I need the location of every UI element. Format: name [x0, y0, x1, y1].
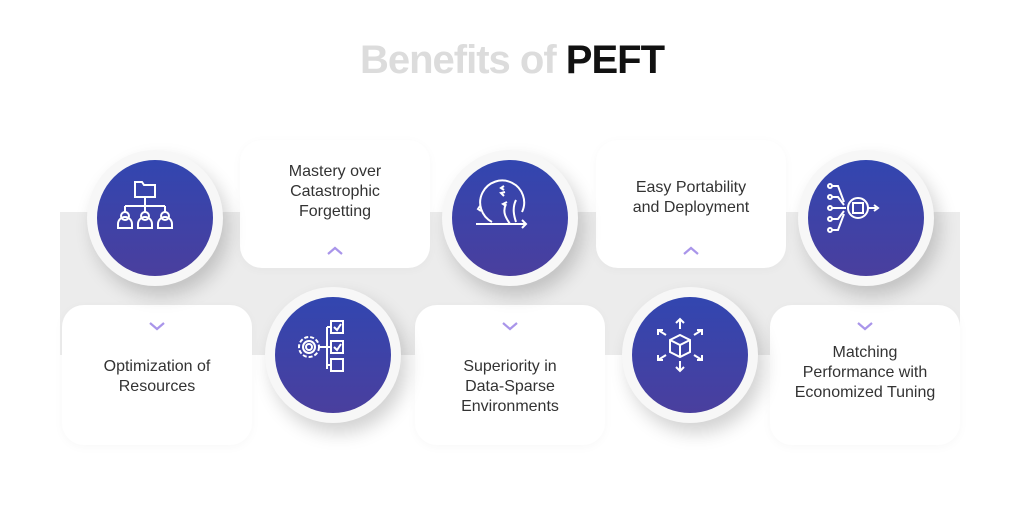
circle-data-sparse — [442, 150, 578, 286]
checklist-gear-icon — [298, 320, 344, 372]
card-label: Optimization of Resources — [103, 358, 211, 395]
chevron-up-icon — [327, 246, 343, 255]
cube-expand-icon — [657, 317, 703, 373]
page-title: Benefits of PEFT — [0, 38, 1024, 83]
chevron-down-icon — [149, 322, 165, 331]
org-chart-icon — [117, 181, 173, 229]
card-matching-performance: Matching Performance with Economized Tun… — [770, 305, 960, 445]
card-label: Mastery over Catastrophic Forgetting — [288, 163, 382, 220]
card-label: Matching Performance with Economized Tun… — [794, 344, 936, 401]
circle-optimization — [87, 150, 223, 286]
chevron-up-icon — [683, 246, 699, 255]
title-light: Benefits of — [359, 38, 566, 82]
chip-network-icon — [827, 183, 880, 233]
iteration-cycle-icon — [476, 179, 528, 229]
circle-catastrophic-forgetting — [265, 287, 401, 423]
chevron-down-icon — [857, 322, 873, 331]
card-label: Easy Portability and Deployment — [632, 179, 750, 216]
card-optimization: Optimization of Resources — [62, 305, 252, 445]
circle-matching-performance — [798, 150, 934, 286]
title-bold: PEFT — [565, 38, 665, 82]
chevron-down-icon — [502, 322, 518, 331]
card-data-sparse: Superiority in Data-Sparse Environments — [415, 305, 605, 445]
card-catastrophic-forgetting: Mastery over Catastrophic Forgetting — [240, 140, 430, 268]
card-label: Superiority in Data-Sparse Environments — [461, 358, 559, 415]
circle-portability — [622, 287, 758, 423]
card-portability: Easy Portability and Deployment — [596, 140, 786, 268]
